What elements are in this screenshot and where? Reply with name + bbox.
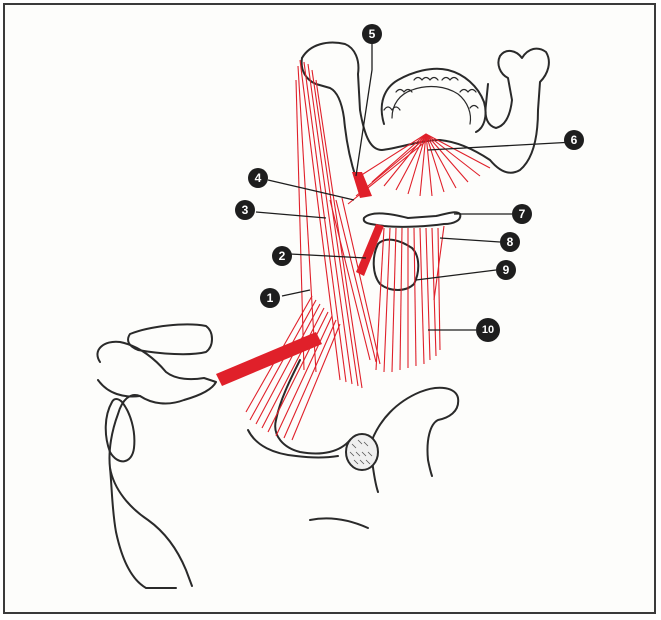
- omohyoid-upper-band: [356, 224, 384, 276]
- rib-outline: [310, 518, 368, 528]
- callout-9: 9: [496, 260, 516, 280]
- callout-10-label: 10: [482, 324, 494, 336]
- callout-6-label: 6: [571, 133, 578, 147]
- callout-4-label: 4: [255, 171, 262, 185]
- callout-5: 5: [362, 24, 382, 44]
- omohyoid-lower-band: [216, 332, 322, 386]
- sternum-outline: [275, 360, 378, 492]
- callout-2-label: 2: [279, 249, 286, 263]
- callout-10: 10: [476, 318, 500, 342]
- teeth-cusps: [384, 78, 478, 111]
- callout-6: 6: [564, 130, 584, 150]
- callout-8-label: 8: [507, 235, 514, 249]
- manubrium-outline: [372, 388, 458, 476]
- scapula-outline: [97, 342, 216, 586]
- callout-3-label: 3: [242, 203, 249, 217]
- callout-7: 7: [512, 204, 532, 224]
- callout-8: 8: [500, 232, 520, 252]
- callout-1-label: 1: [267, 291, 274, 305]
- scapula-lower: [110, 468, 176, 588]
- callout-2: 2: [272, 246, 292, 266]
- mandible-outline: [302, 43, 549, 173]
- callout-9-label: 9: [503, 263, 510, 277]
- sternoclavicular-joint: [346, 434, 378, 470]
- callout-7-label: 7: [519, 207, 526, 221]
- callout-4: 4: [248, 168, 268, 188]
- callout-5-label: 5: [369, 27, 376, 41]
- callout-3: 3: [235, 200, 255, 220]
- callout-1: 1: [260, 288, 280, 308]
